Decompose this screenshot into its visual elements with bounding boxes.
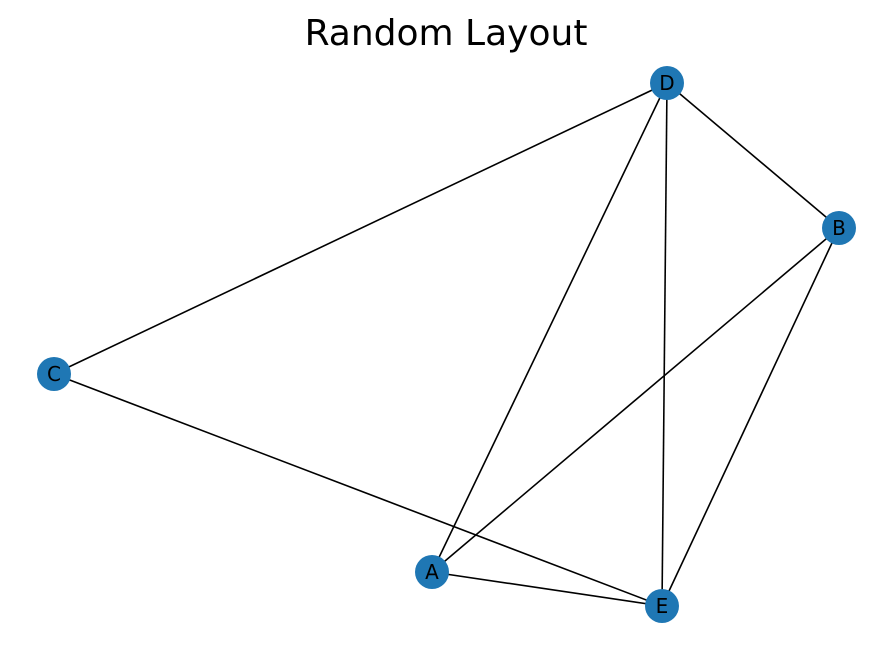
nodes-layer: A B C D E — [37, 66, 856, 623]
edge-b-e — [661, 227, 840, 607]
edge-c-d — [53, 82, 668, 375]
node-label-a: A — [425, 560, 439, 584]
edge-d-b — [666, 82, 840, 229]
node-a: A — [415, 555, 449, 589]
node-label-c: C — [47, 362, 61, 386]
node-circle-a — [415, 555, 449, 589]
node-label-d: D — [659, 71, 674, 95]
diagram-title: Random Layout — [305, 13, 588, 54]
node-label-b: B — [832, 216, 846, 240]
edge-c-e — [53, 373, 663, 607]
edge-d-e — [661, 82, 668, 607]
node-d: D — [650, 66, 684, 100]
node-circle-e — [645, 589, 679, 623]
node-circle-c — [37, 357, 71, 391]
node-circle-b — [822, 211, 856, 245]
edge-b-a — [431, 227, 840, 573]
edge-d-a — [431, 82, 668, 573]
node-e: E — [645, 589, 679, 623]
node-c: C — [37, 357, 71, 391]
node-label-e: E — [656, 594, 669, 618]
node-circle-d — [650, 66, 684, 100]
node-b: B — [822, 211, 856, 245]
edge-a-e — [431, 571, 663, 607]
edges-layer — [53, 82, 840, 607]
